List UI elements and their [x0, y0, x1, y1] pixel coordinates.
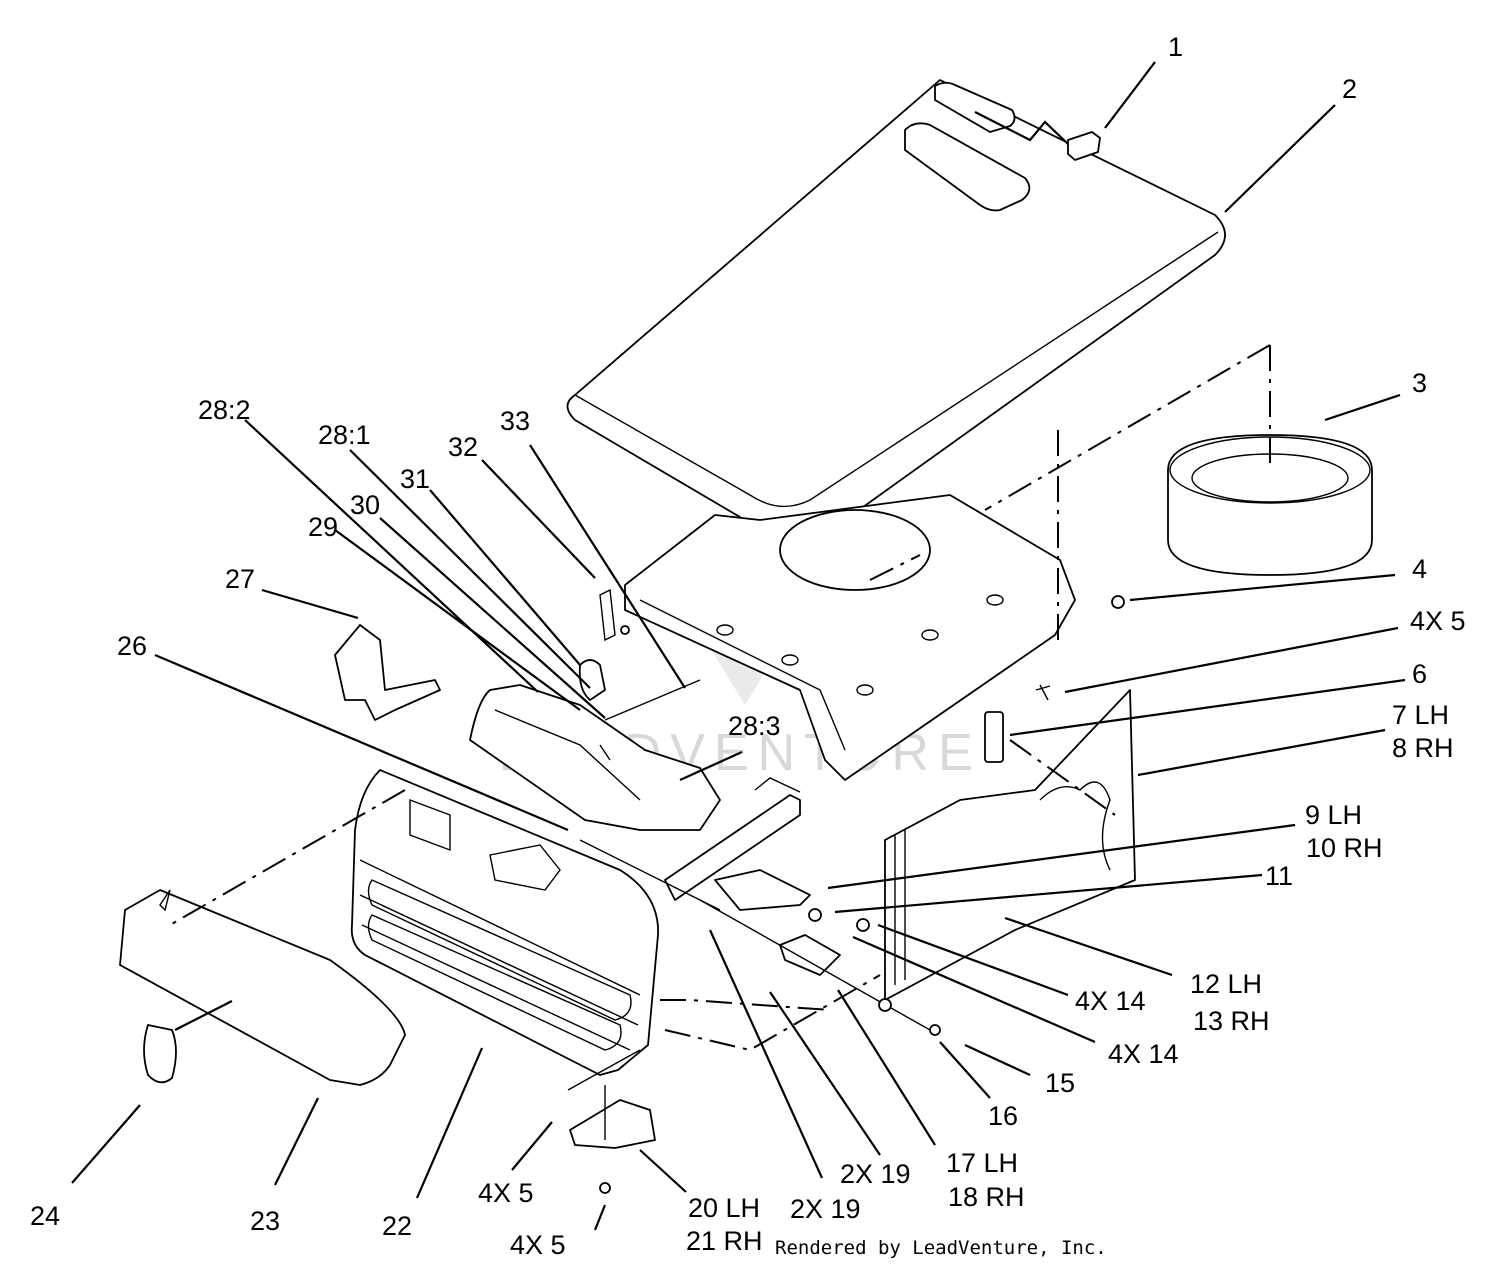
callout-27: 27 [225, 564, 255, 594]
callout-16: 16 [988, 1101, 1018, 1131]
callout-33: 33 [500, 406, 530, 436]
cross-rail-part [567, 777, 941, 1194]
assembly-centerlines [169, 344, 1271, 1052]
callout-2x19-b: 2X 19 [790, 1194, 861, 1224]
callout-15: 15 [1045, 1068, 1075, 1098]
lower-hood-shell-part [624, 494, 1076, 781]
render-credit: Rendered by LeadVenture, Inc. [775, 1237, 1107, 1259]
side-panel-part [884, 689, 1136, 1001]
small-fastener-parts [578, 588, 701, 721]
callout-17: 17 LH [946, 1148, 1018, 1178]
callout-23: 23 [250, 1206, 280, 1236]
callout-9: 9 LH [1305, 800, 1362, 830]
callout-4x5-a: 4X 5 [1410, 606, 1466, 636]
callout-20: 20 LH [688, 1193, 760, 1223]
callout-28-3: 28:3 [728, 711, 781, 741]
callout-28-2: 28:2 [198, 395, 251, 425]
callout-4x14-b: 4X 14 [1108, 1039, 1179, 1069]
hood-emblem-part [1067, 131, 1101, 161]
callout-4x14-a: 4X 14 [1075, 986, 1146, 1016]
callout-10: 10 RH [1306, 833, 1383, 863]
callout-1: 1 [1168, 32, 1183, 62]
baffle-part [469, 684, 721, 831]
bolt-parts [1035, 595, 1125, 701]
callout-4x5-c: 4X 5 [510, 1230, 566, 1260]
callout-labels: 1 2 3 4 4X 5 6 7 LH 8 RH 9 LH 10 RH 11 1… [30, 32, 1466, 1260]
bracket-27-part [334, 624, 441, 721]
callout-3: 3 [1412, 368, 1427, 398]
callout-26: 26 [117, 631, 147, 661]
callout-11: 11 [1265, 861, 1293, 891]
callout-2: 2 [1342, 74, 1357, 104]
hood-part [566, 79, 1226, 550]
callout-29: 29 [308, 512, 338, 542]
callout-8: 8 RH [1392, 733, 1454, 763]
pad-part [984, 711, 1004, 763]
callout-12: 12 LH [1190, 969, 1262, 999]
callout-2x19-a: 2X 19 [840, 1159, 911, 1189]
callout-24: 24 [30, 1201, 60, 1231]
callout-21: 21 RH [686, 1226, 763, 1256]
callout-13: 13 RH [1193, 1006, 1270, 1036]
callout-7: 7 LH [1392, 700, 1449, 730]
callout-6: 6 [1412, 659, 1427, 689]
leader-lines [71, 61, 1406, 1231]
bumper-part [119, 889, 406, 1086]
callout-31: 31 [400, 464, 430, 494]
callout-22: 22 [382, 1211, 412, 1241]
callout-4x5-b: 4X 5 [478, 1178, 534, 1208]
callout-18: 18 RH [948, 1182, 1025, 1212]
grille-part [350, 769, 659, 1076]
callout-30: 30 [350, 490, 380, 520]
callout-32: 32 [448, 432, 478, 462]
front-emblem-part [143, 1024, 177, 1084]
callout-28-1: 28:1 [318, 420, 371, 450]
callout-4: 4 [1412, 554, 1427, 584]
